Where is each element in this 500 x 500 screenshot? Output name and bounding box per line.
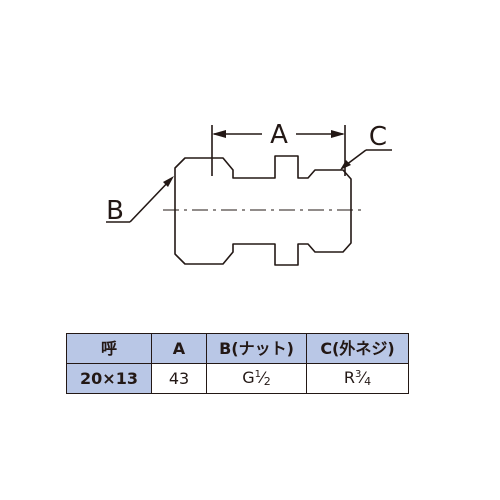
- leader-b: [129, 177, 173, 223]
- cell-c-numerator: 3: [355, 369, 362, 380]
- header-c: C(外ネジ): [306, 333, 409, 364]
- spec-table: 呼 A B(ナット) C(外ネジ) 20×13 43 G1⁄2 R3⁄4: [66, 333, 409, 394]
- cell-b: G1⁄2: [206, 363, 307, 394]
- label-c: C: [369, 122, 387, 152]
- cell-b-slash: ⁄: [261, 368, 264, 387]
- label-a: A: [270, 120, 288, 150]
- header-a: A: [151, 333, 207, 364]
- cell-a: 43: [151, 363, 207, 394]
- cell-c-letter: R: [343, 368, 356, 387]
- dimension-a-arrow-right: [331, 130, 345, 138]
- cell-b-letter: G: [242, 368, 255, 387]
- leader-c-arrow: [340, 160, 351, 170]
- dimension-a-arrow-left: [212, 130, 226, 138]
- cell-b-denominator: 2: [263, 375, 271, 388]
- header-b: B(ナット): [206, 333, 307, 364]
- cell-b-numerator: 1: [254, 369, 262, 380]
- cell-c-denominator: 4: [364, 375, 372, 388]
- cell-c: R3⁄4: [306, 363, 409, 394]
- fitting-outline: [174, 155, 352, 266]
- cell-size: 20×13: [66, 363, 152, 394]
- header-size: 呼: [66, 333, 152, 364]
- cell-c-slash: ⁄: [361, 368, 365, 387]
- leader-b-arrow: [163, 176, 174, 187]
- fitting-drawing: A B C: [106, 120, 392, 266]
- table-row: 20×13 43 G1⁄2 R3⁄4: [66, 363, 409, 394]
- label-b: B: [106, 196, 124, 226]
- table-header-row: 呼 A B(ナット) C(外ネジ): [66, 333, 409, 364]
